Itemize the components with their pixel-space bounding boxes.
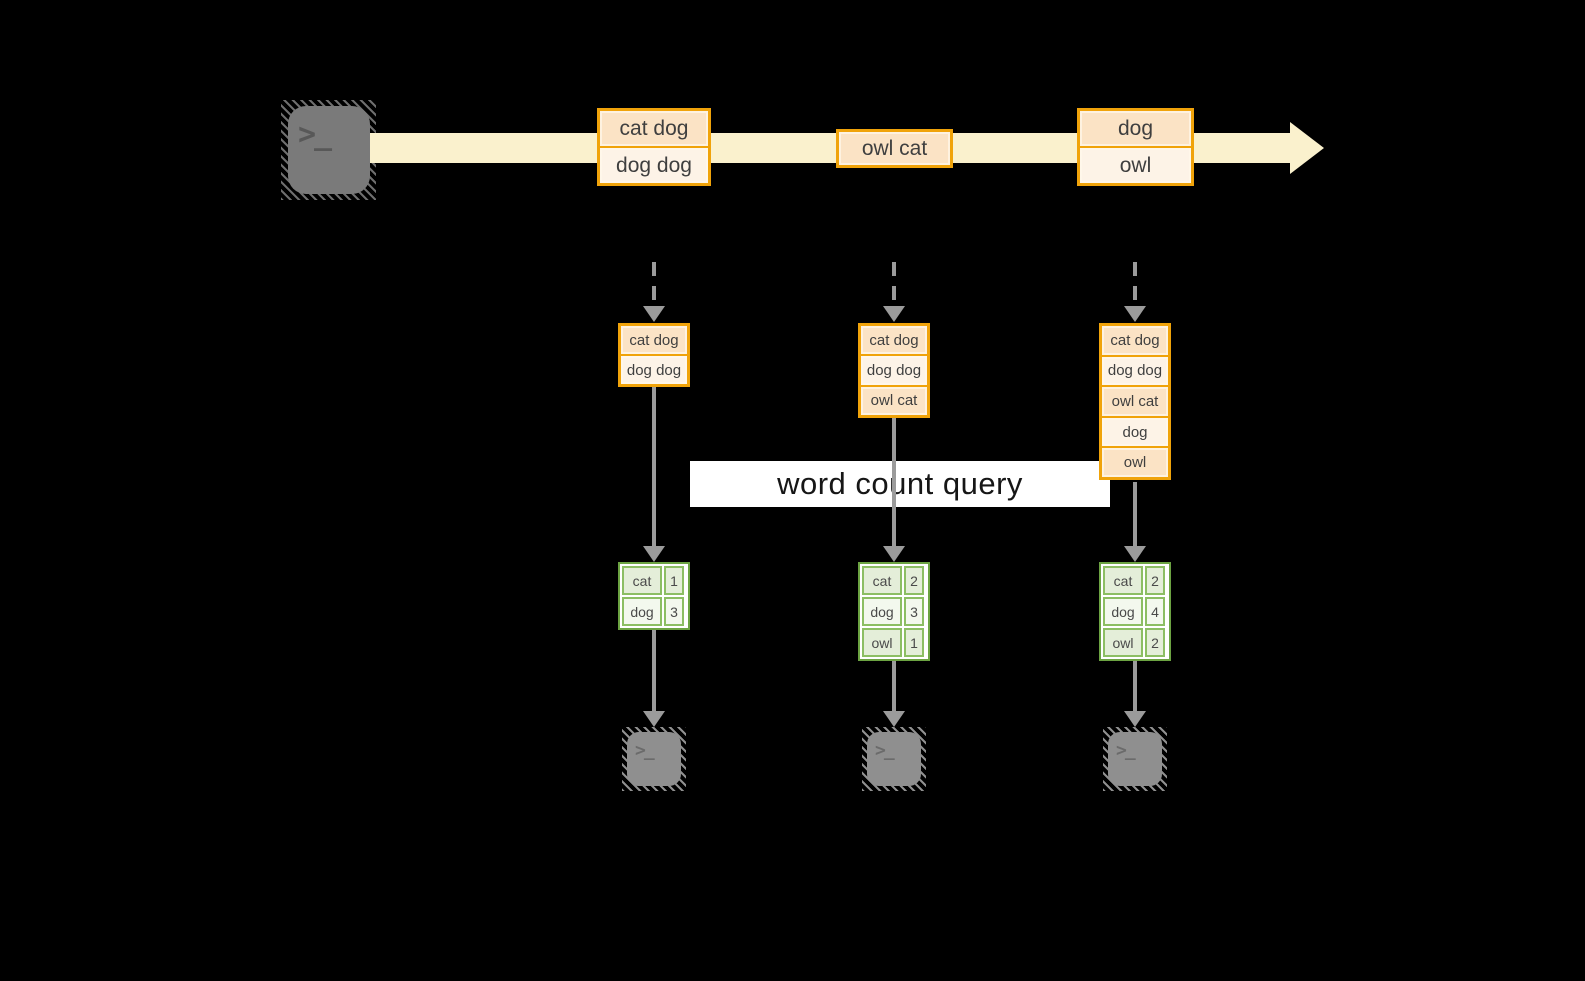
- record: owl cat: [861, 384, 927, 415]
- output-arrow-head: [1124, 711, 1146, 727]
- terminal-source-icon: >_: [288, 106, 370, 194]
- terminal-sink-icon: >_: [867, 732, 921, 786]
- stream-batch-3: dog owl: [1077, 108, 1194, 186]
- terminal-prompt-glyph: >_: [298, 117, 332, 152]
- query-arrow-head: [643, 546, 665, 562]
- word-cell: owl: [1103, 628, 1143, 657]
- word-cell: dog: [1103, 597, 1143, 626]
- record: dog dog: [600, 146, 708, 183]
- dashed-arrow-head: [643, 306, 665, 322]
- dashed-arrow-line: [892, 262, 896, 306]
- word-cell: cat: [862, 566, 902, 595]
- dashed-arrow-head: [1124, 306, 1146, 322]
- dashed-arrow-line: [1133, 262, 1137, 306]
- word-count-query-banner: word count query: [690, 461, 1110, 507]
- output-arrow-line: [1133, 661, 1137, 711]
- terminal-prompt-glyph: >_: [875, 740, 895, 761]
- count-cell: 3: [904, 597, 924, 626]
- record: cat dog: [1102, 326, 1168, 355]
- terminal-prompt-glyph: >_: [1116, 740, 1136, 761]
- stream-batch-1: cat dog dog dog: [597, 108, 711, 186]
- word-cell: owl: [862, 628, 902, 657]
- word-cell: dog: [862, 597, 902, 626]
- stream-arrowhead: [1290, 122, 1324, 174]
- query-arrow-head: [883, 546, 905, 562]
- record: owl cat: [1102, 385, 1168, 416]
- banner-label: word count query: [777, 466, 1023, 501]
- count-cell: 1: [664, 566, 684, 595]
- word-cell: cat: [622, 566, 662, 595]
- dashed-arrow-head: [883, 306, 905, 322]
- record: cat dog: [600, 111, 708, 146]
- count-cell: 2: [1145, 566, 1165, 595]
- terminal-sink-icon: >_: [627, 732, 681, 786]
- terminal-prompt-glyph: >_: [635, 740, 655, 761]
- record: dog dog: [1102, 354, 1168, 386]
- count-cell: 4: [1145, 597, 1165, 626]
- query-arrow-line: [1133, 482, 1137, 546]
- dashed-arrow-line: [652, 262, 656, 306]
- query-arrow-head: [1124, 546, 1146, 562]
- record: owl: [1080, 146, 1191, 183]
- record: cat dog: [621, 326, 687, 354]
- word-cell: cat: [1103, 566, 1143, 595]
- record-buffer-1: cat dog dog dog: [618, 323, 690, 387]
- count-table-1: cat 1 dog 3: [618, 562, 690, 630]
- count-table-3: cat 2 dog 4 owl 2: [1099, 562, 1171, 661]
- record: dog dog: [621, 354, 687, 384]
- record: dog: [1102, 415, 1168, 447]
- record: dog dog: [861, 354, 927, 385]
- record: owl: [1102, 446, 1168, 477]
- stream-batch-2: owl cat: [836, 129, 953, 168]
- output-arrow-head: [643, 711, 665, 727]
- terminal-sink-icon: >_: [1108, 732, 1162, 786]
- record-buffer-3: cat dog dog dog owl cat dog owl: [1099, 323, 1171, 480]
- query-arrow-line: [652, 387, 656, 546]
- output-arrow-line: [652, 630, 656, 711]
- count-cell: 2: [904, 566, 924, 595]
- record: cat dog: [861, 326, 927, 355]
- count-cell: 1: [904, 628, 924, 657]
- record-buffer-2: cat dog dog dog owl cat: [858, 323, 930, 418]
- count-cell: 3: [664, 597, 684, 626]
- word-cell: dog: [622, 597, 662, 626]
- query-arrow-line: [892, 417, 896, 546]
- count-cell: 2: [1145, 628, 1165, 657]
- output-arrow-head: [883, 711, 905, 727]
- record: dog: [1080, 111, 1191, 146]
- count-table-2: cat 2 dog 3 owl 1: [858, 562, 930, 661]
- record: owl cat: [839, 132, 950, 165]
- output-arrow-line: [892, 661, 896, 711]
